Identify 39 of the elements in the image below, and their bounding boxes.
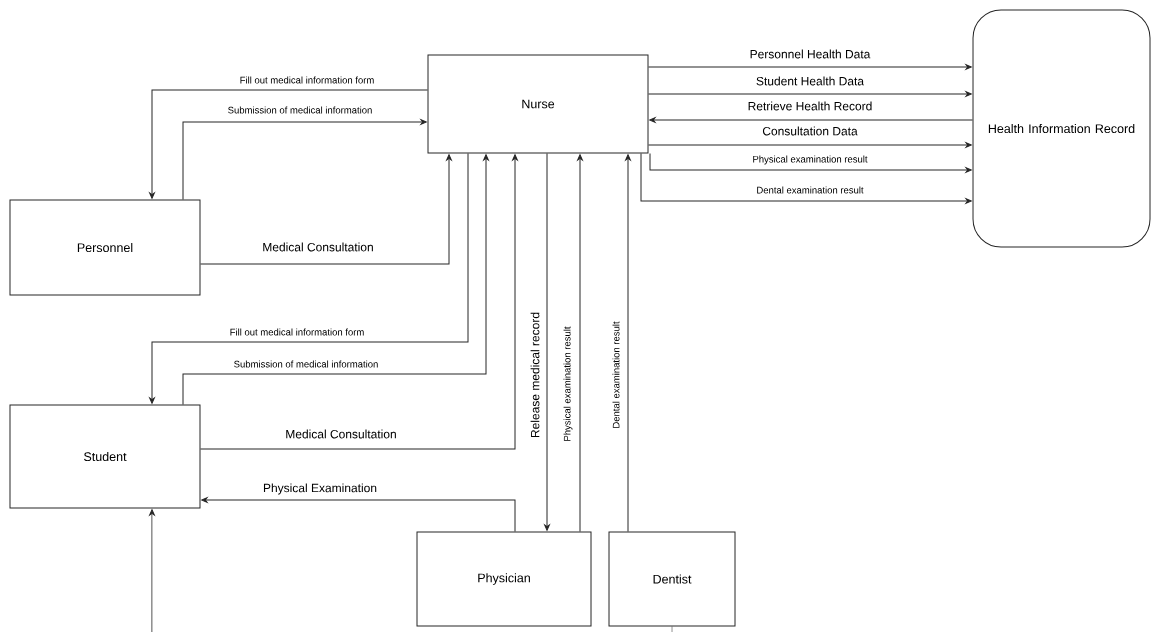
arrow [200, 154, 518, 450]
edge-label: Personnel Health Data [748, 48, 872, 60]
process-box: Physician [416, 531, 592, 627]
arrow [648, 91, 972, 97]
arrow [649, 117, 973, 123]
edge-label: Student Health Data [754, 75, 866, 87]
arrow [640, 153, 972, 204]
arrow [182, 119, 427, 200]
edge-label: Medical Consultation [261, 241, 375, 253]
process-box: Nurse [427, 54, 649, 154]
arrow [648, 64, 972, 70]
edge-label: Dental examination result [611, 320, 621, 430]
arrow [149, 89, 428, 199]
arrow [200, 154, 452, 265]
edge-label: Physical examination result [751, 154, 869, 166]
arrow [648, 142, 972, 148]
edge-label: Dental examination result [755, 185, 865, 195]
arrow [149, 509, 155, 632]
arrow [649, 153, 972, 173]
arrow [182, 154, 489, 405]
edge-label: Submission of medical information [232, 359, 380, 369]
edge-label: Fill out medical information form [238, 75, 376, 85]
edge-label: Release medical record [529, 310, 541, 440]
arrow [149, 153, 469, 404]
edge-label: Physical Examination [262, 482, 379, 496]
edge-label: Consultation Data [761, 125, 859, 137]
edge-label: Fill out medical information form [228, 327, 366, 337]
arrow [625, 154, 631, 532]
edge-label: Physical examination result [562, 325, 574, 443]
arrow [201, 497, 516, 532]
arrow [577, 154, 583, 532]
data-store-box: Health Information Record [972, 9, 1151, 248]
process-box: Dentist [608, 531, 736, 627]
edge-label: Retrieve Health Record [746, 100, 874, 112]
process-box: Personnel [9, 199, 201, 296]
edge-label: Medical Consultation [284, 428, 398, 440]
process-box: Student [9, 404, 201, 509]
arrow [544, 153, 550, 531]
edge-label: Submission of medical information [226, 105, 374, 115]
